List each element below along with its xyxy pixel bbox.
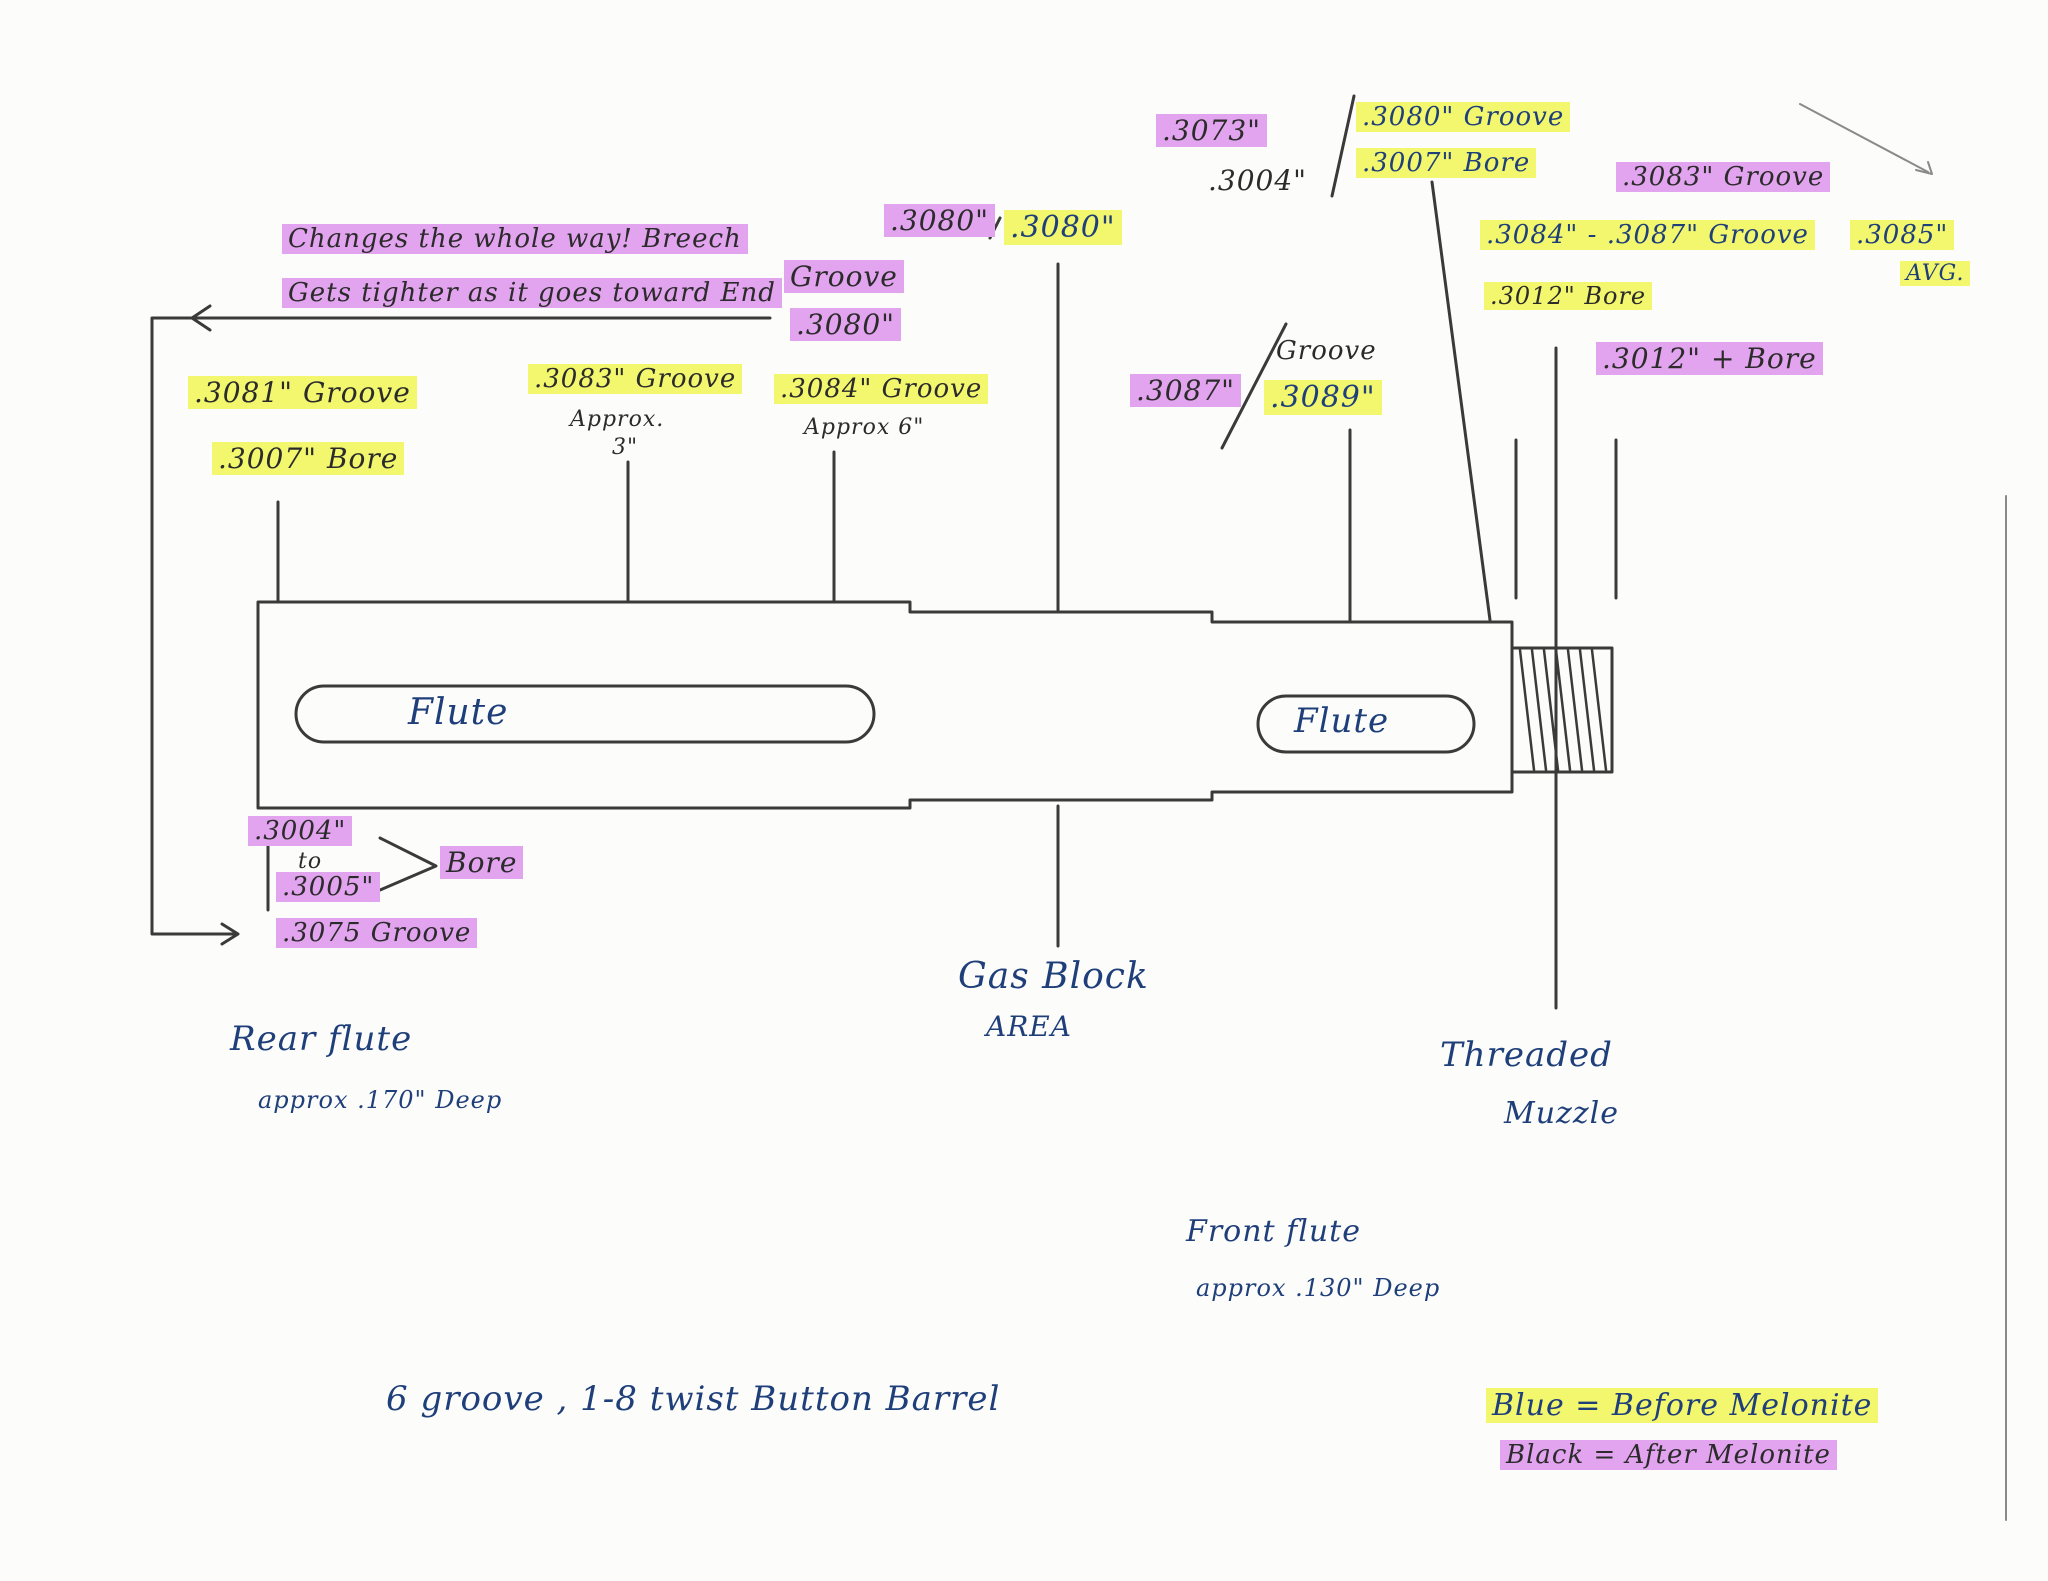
value-3075-groove: .3075 Groove: [276, 918, 478, 948]
label-muzzle: Muzzle: [1504, 1096, 1619, 1131]
value-3073: .3073": [1156, 114, 1268, 147]
threaded-muzzle-shape: [1510, 646, 1614, 774]
value-3081-groove: .3081" Groove: [188, 376, 417, 409]
barrel-outline: [256, 600, 1514, 810]
value-3080-groove-top: .3080" Groove: [1356, 102, 1571, 132]
label-gas-block-area: AREA: [986, 1010, 1072, 1043]
value-3083-groove-approx3: .3083" Groove: [528, 364, 743, 394]
rear-flute-shape: [294, 684, 876, 744]
value-3012-plus-bore: .3012" + Bore: [1596, 342, 1823, 375]
value-3007-bore-top: .3007" Bore: [1356, 148, 1537, 178]
value-3005-bore: .3005": [276, 872, 381, 902]
breech-groove-label: Groove: [784, 260, 904, 293]
value-3084-groove-approx6: .3084" Groove: [774, 374, 989, 404]
front-flute-shape: [1256, 694, 1476, 754]
label-front-flute: Front flute: [1186, 1214, 1361, 1249]
label-bore-bottom: Bore: [440, 846, 524, 879]
breech-note-line2: Gets tighter as it goes toward End: [282, 278, 782, 308]
value-3004-top: .3004": [1208, 164, 1308, 197]
label-threaded: Threaded: [1440, 1035, 1613, 1075]
label-rear-flute-depth: approx .170" Deep: [258, 1086, 503, 1114]
value-avg: .3085": [1850, 220, 1955, 250]
label-avg: AVG.: [1900, 261, 1971, 286]
label-approx6: Approx 6": [804, 415, 925, 440]
value-3089: .3089": [1264, 380, 1382, 415]
value-3083-groove-right: .3083" Groove: [1616, 162, 1831, 192]
breech-note-line1: Changes the whole way! Breech: [282, 224, 748, 254]
gas-top-value-after: .3080": [884, 204, 996, 237]
value-3087: .3087": [1130, 374, 1242, 407]
label-rear-flute: Rear flute: [230, 1019, 413, 1059]
legend-black: Black = After Melonite: [1500, 1440, 1837, 1470]
breech-groove-value: .3080": [790, 308, 902, 341]
value-range-groove: .3084" - .3087" Groove: [1480, 220, 1815, 250]
gas-top-value-before: .3080": [1004, 210, 1122, 245]
legend-blue: Blue = Before Melonite: [1486, 1388, 1879, 1423]
label-flute-front: Flute: [1294, 701, 1390, 741]
breech-bracket: [150, 316, 772, 936]
label-approx3: Approx.: [570, 407, 665, 432]
label-barrel-spec: 6 groove , 1-8 twist Button Barrel: [386, 1379, 1001, 1419]
value-3012-bore: .3012" Bore: [1484, 282, 1653, 310]
label-to: to: [298, 849, 323, 874]
value-3004-bore: .3004": [248, 816, 353, 846]
value-3007-bore-rear: .3007" Bore: [212, 442, 405, 475]
thread-lines: [1518, 648, 1608, 772]
label-front-flute-depth: approx .130" Deep: [1196, 1274, 1441, 1302]
label-gas-block: Gas Block: [958, 956, 1149, 997]
label-groove-front: Groove: [1276, 336, 1377, 366]
value-approx3: 3": [612, 435, 639, 460]
label-flute-rear: Flute: [408, 692, 509, 733]
